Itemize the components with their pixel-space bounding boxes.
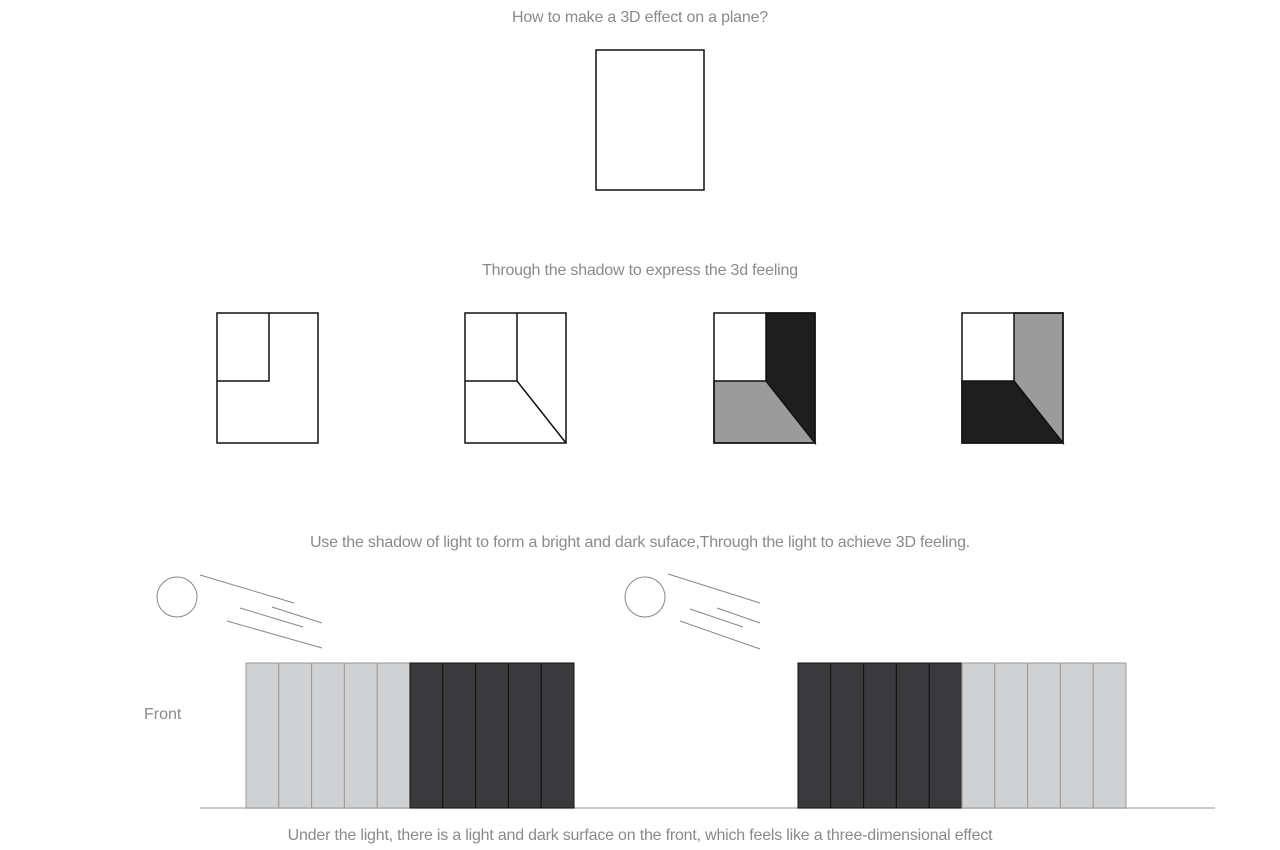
light-bar <box>1027 662 1061 809</box>
light-bar <box>994 662 1029 809</box>
light-bar <box>311 662 345 809</box>
step-1-box <box>216 312 319 444</box>
dark-bar <box>475 662 509 809</box>
front-label: Front <box>144 706 182 723</box>
light-bar <box>343 662 378 809</box>
dark-bar <box>442 662 477 809</box>
step-2-box <box>464 312 567 444</box>
light-bar <box>376 662 411 809</box>
bar-groups <box>245 662 1127 809</box>
dark-bar <box>540 662 575 809</box>
dark-bar <box>830 662 865 809</box>
step-4-box <box>961 312 1065 446</box>
title-caption: How to make a 3D effect on a plane? <box>512 9 768 26</box>
light-caption: Use the shadow of light to form a bright… <box>309 534 971 551</box>
dark-bar <box>863 662 897 809</box>
plain-rectangle <box>595 49 705 191</box>
bottom-caption: Under the light, there is a light and da… <box>287 827 993 844</box>
shadow-caption: Through the shadow to express the 3d fee… <box>482 262 798 279</box>
light-bar <box>1092 662 1127 809</box>
right-group <box>797 662 1127 809</box>
dark-bar <box>895 662 930 809</box>
light-bar <box>1059 662 1094 809</box>
dark-bar <box>928 662 963 809</box>
sun-icon <box>624 576 666 618</box>
light-source-left <box>156 574 323 649</box>
sun-icon <box>156 576 198 618</box>
light-bar <box>245 662 280 809</box>
dark-bar <box>409 662 444 809</box>
light-bar <box>961 662 996 809</box>
step-3-box <box>713 312 817 446</box>
dark-bar <box>797 662 832 809</box>
light-bar <box>278 662 313 809</box>
light-source-right <box>624 573 761 650</box>
left-group <box>245 662 575 809</box>
dark-bar <box>507 662 542 809</box>
